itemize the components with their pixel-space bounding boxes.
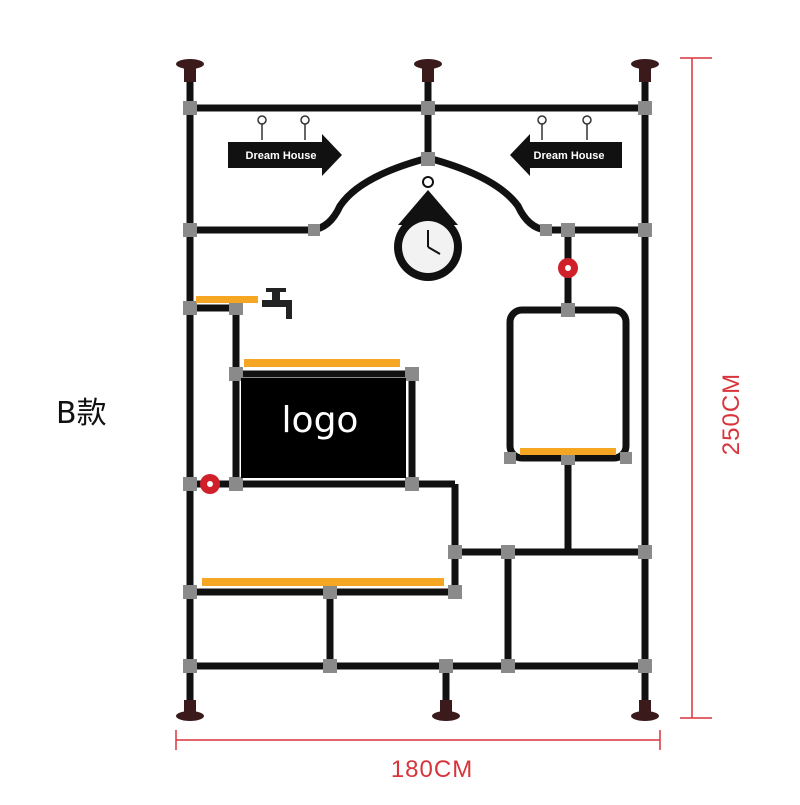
- wood-shelves: [196, 296, 616, 586]
- variant-label: B款: [56, 396, 107, 431]
- valve-icon-right: [558, 258, 578, 278]
- sign-right: [510, 115, 622, 176]
- flanges: [176, 59, 659, 721]
- height-dimension-label: 250CM: [718, 372, 745, 456]
- logo-panel: [241, 378, 406, 478]
- sign-left-text: Dream House: [246, 150, 317, 162]
- sign-left: [228, 115, 342, 176]
- valve-icon-left: [200, 474, 220, 494]
- clock-icon: [394, 176, 462, 281]
- sign-right-text: Dream House: [534, 150, 605, 162]
- dimension-lines: [175, 57, 712, 750]
- width-dimension-label: 180CM: [390, 756, 474, 783]
- faucet-icon: [262, 288, 292, 319]
- logo-text: logo: [282, 400, 359, 441]
